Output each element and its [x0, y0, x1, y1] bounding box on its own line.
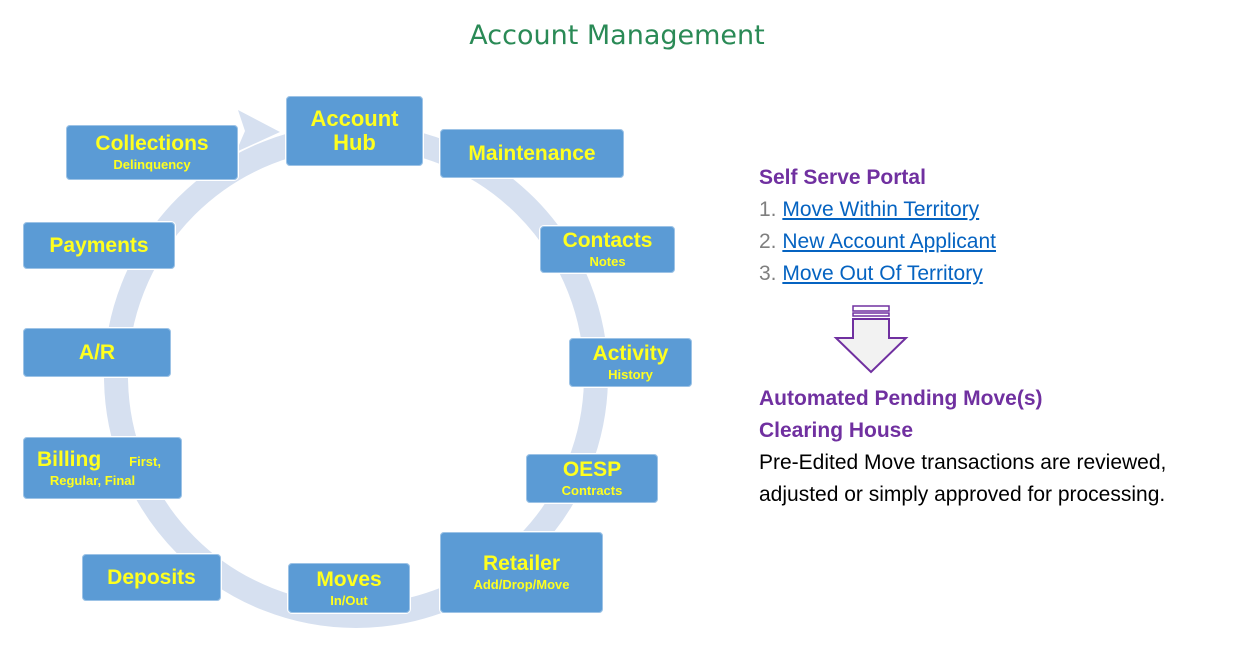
list-item: 3. Move Out Of Territory — [759, 258, 996, 290]
move-out-of-territory-link[interactable]: Move Out Of Territory — [782, 262, 983, 285]
move-within-territory-link[interactable]: Move Within Territory — [782, 198, 980, 221]
contacts-sub: Notes — [589, 254, 626, 270]
new-account-applicant-link[interactable]: New Account Applicant — [782, 230, 996, 253]
ar-label: A/R — [78, 340, 116, 364]
deposits-label: Deposits — [107, 565, 196, 589]
payments-label: Payments — [49, 233, 149, 257]
deposits-node: Deposits — [81, 553, 222, 602]
billing-node: Billing First, Regular, Final — [22, 436, 183, 500]
clearing-desc-2: adjusted or simply approved for processi… — [759, 483, 1166, 506]
billing-label: Billing — [37, 447, 102, 471]
activity-label: Activity — [592, 342, 669, 366]
oesp-node: OESP Contracts — [525, 453, 659, 504]
self-serve-panel: Self Serve Portal 1. Move Within Territo… — [759, 162, 996, 290]
maintenance-label: Maintenance — [468, 141, 596, 165]
collections-sub: Delinquency — [113, 157, 191, 173]
list-item-number: 1. — [759, 198, 777, 221]
account-hub-label: Account Hub — [310, 105, 399, 155]
down-arrow-icon — [833, 305, 909, 374]
moves-label: Moves — [316, 567, 382, 591]
billing-sub-regular: Regular, Final — [49, 472, 136, 488]
moves-node: Moves In/Out — [287, 562, 411, 614]
maintenance-node: Maintenance — [439, 128, 625, 179]
list-item-number: 2. — [759, 230, 777, 253]
retailer-sub: Add/Drop/Move — [473, 577, 570, 593]
ar-node: A/R — [22, 327, 172, 378]
collections-label: Collections — [95, 132, 209, 156]
clearing-panel: Automated Pending Move(s) Clearing House… — [759, 383, 1166, 511]
portal-heading: Self Serve Portal — [759, 166, 926, 189]
billing-sub-first: First, — [129, 453, 161, 469]
moves-sub: In/Out — [330, 592, 368, 608]
oesp-label: OESP — [562, 458, 622, 482]
activity-node: Activity History — [568, 337, 693, 388]
collections-node: Collections Delinquency — [65, 124, 239, 181]
account-hub-node: Account Hub — [285, 95, 424, 167]
list-item: 2. New Account Applicant — [759, 226, 996, 258]
portal-list: 1. Move Within Territory 2. New Account … — [759, 194, 996, 290]
retailer-node: Retailer Add/Drop/Move — [439, 531, 604, 614]
page-title: Account Management — [469, 20, 765, 51]
clearing-desc-1: Pre-Edited Move transactions are reviewe… — [759, 451, 1167, 474]
payments-node: Payments — [22, 221, 176, 270]
oesp-sub: Contracts — [561, 483, 623, 499]
retailer-label: Retailer — [482, 552, 561, 576]
clearing-heading-2: Clearing House — [759, 419, 914, 442]
list-item-number: 3. — [759, 262, 777, 285]
contacts-node: Contacts Notes — [539, 225, 676, 274]
clearing-heading-1: Automated Pending Move(s) — [759, 387, 1043, 410]
cycle-arrowhead — [236, 110, 280, 152]
activity-sub: History — [608, 367, 653, 383]
contacts-label: Contacts — [562, 229, 653, 253]
list-item: 1. Move Within Territory — [759, 194, 996, 226]
